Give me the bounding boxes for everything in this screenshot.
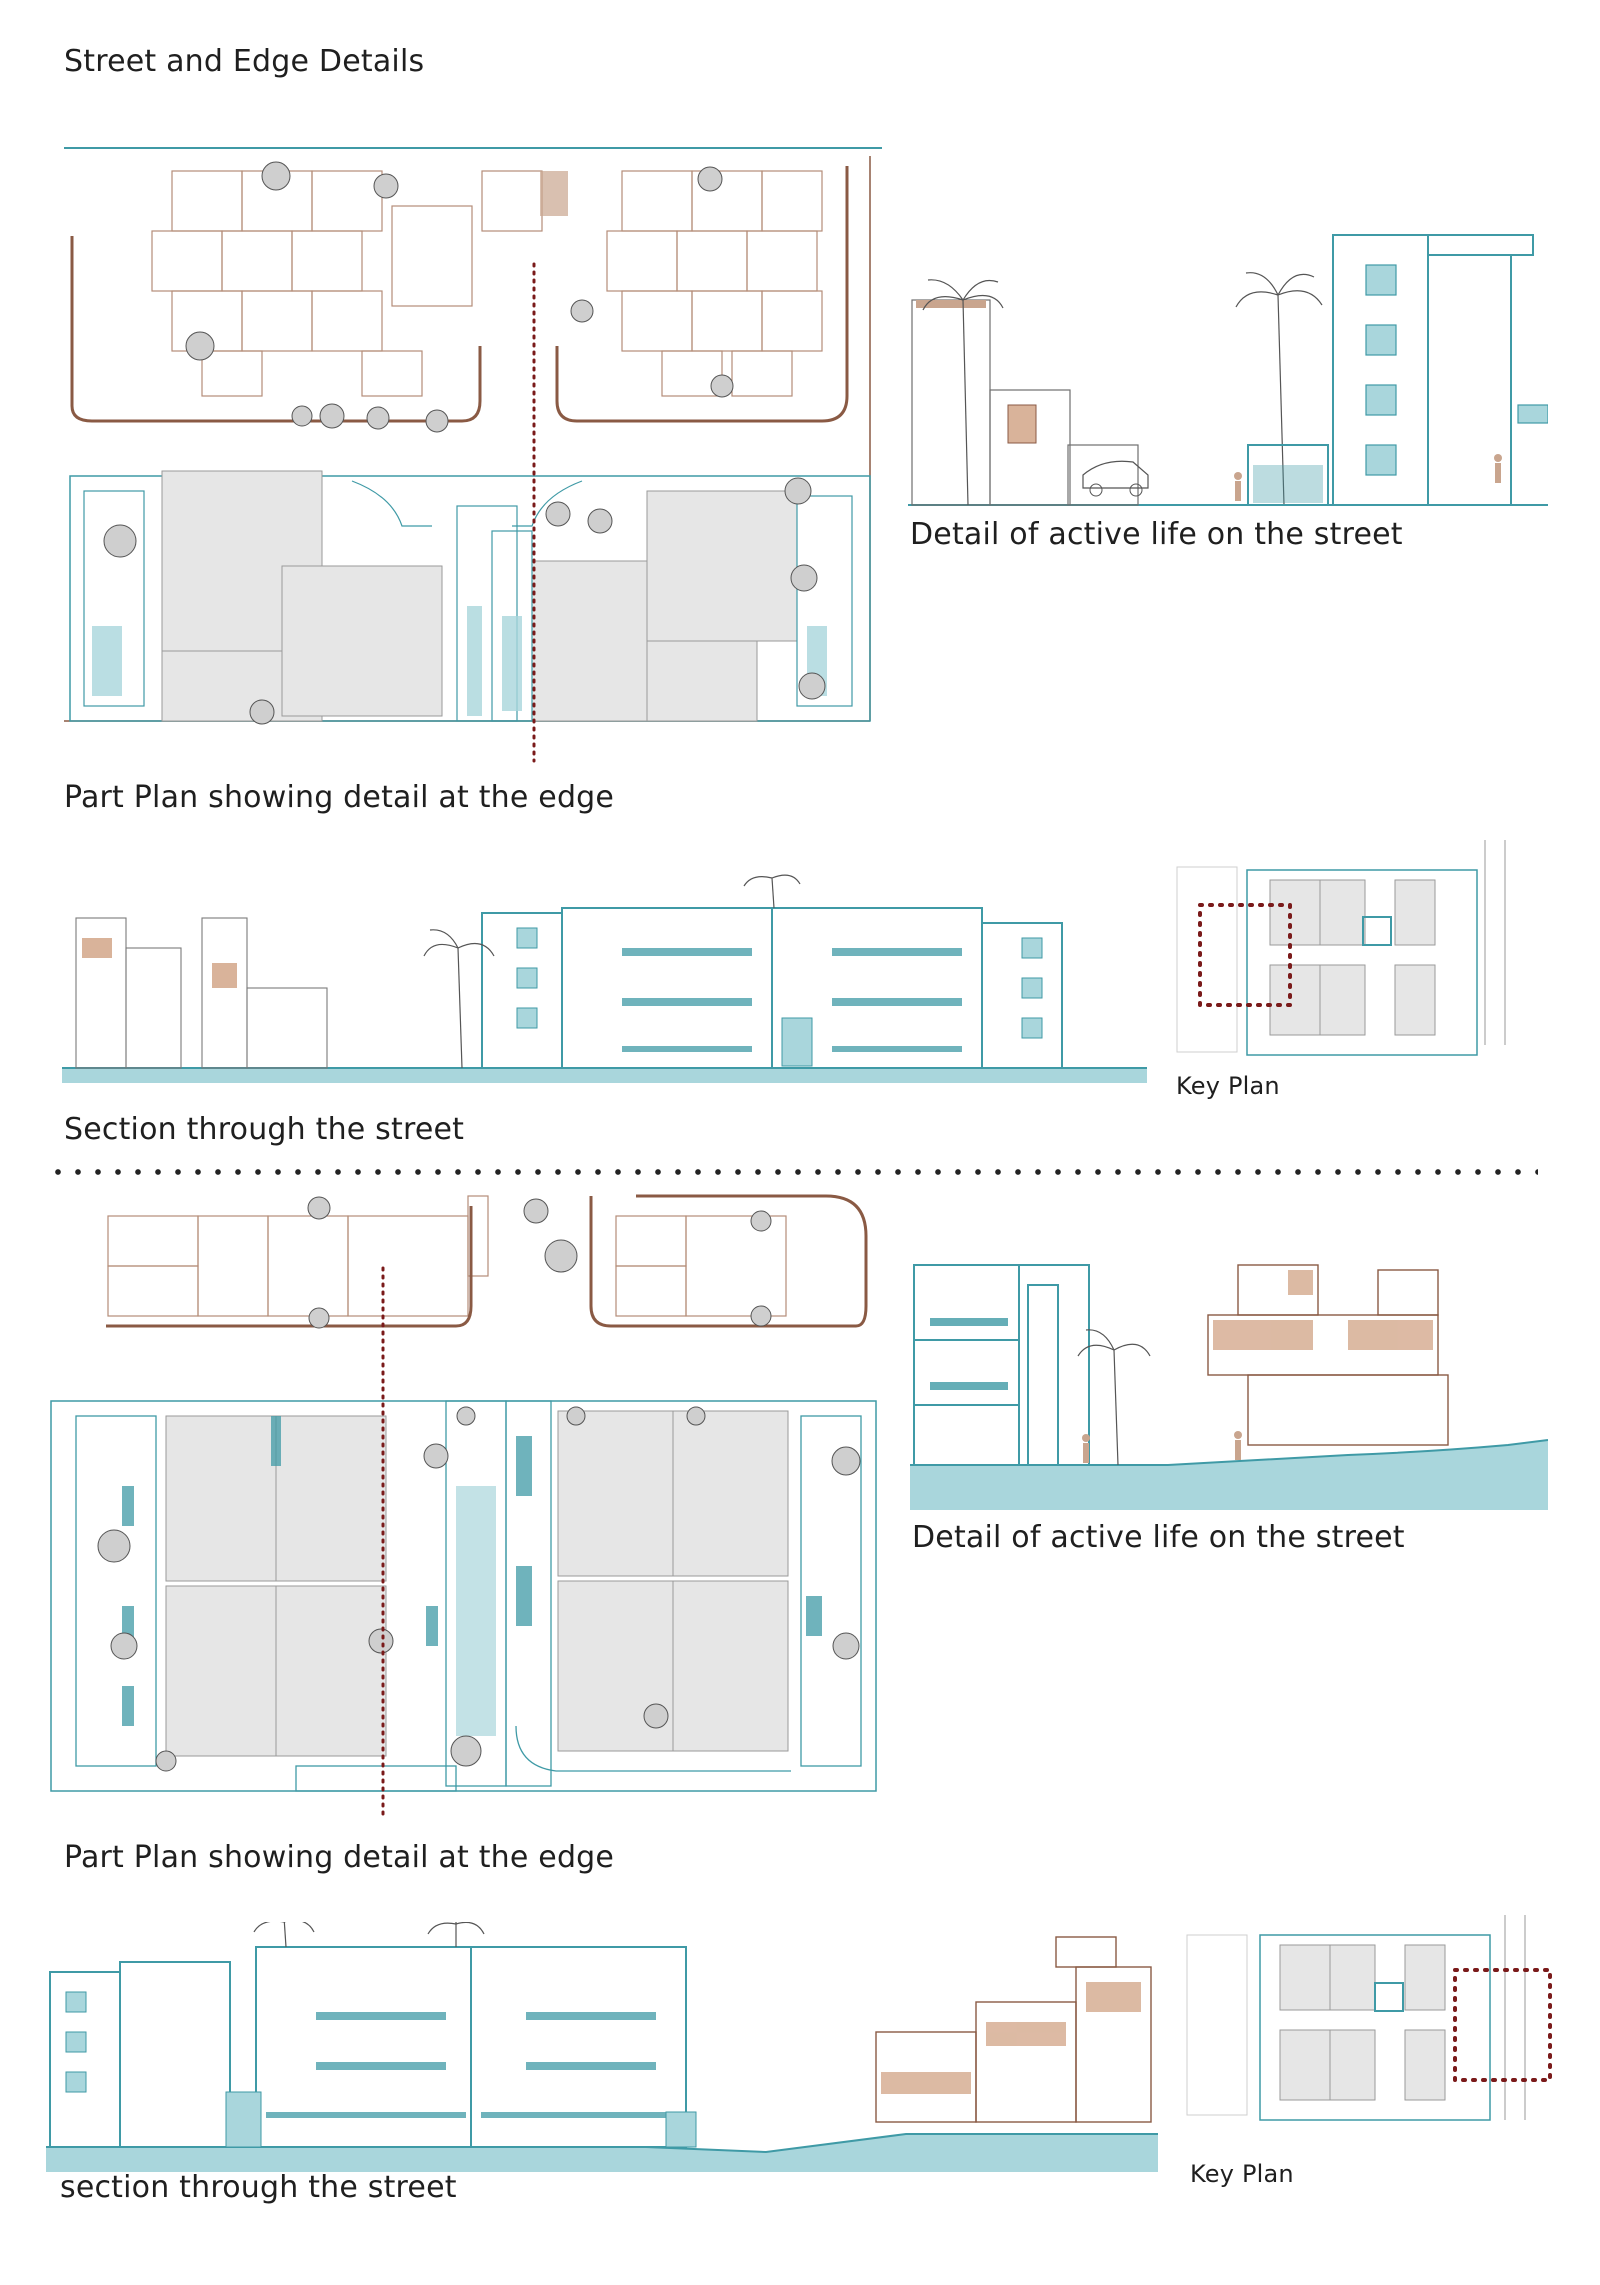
part-plan-caption-1: Part Plan showing detail at the edge xyxy=(64,780,615,815)
part-plan-caption-2: Part Plan showing detail at the edge xyxy=(64,1840,615,1875)
page-title: Street and Edge Details xyxy=(64,44,425,79)
key-plan-drawing-1 xyxy=(1175,835,1520,1060)
elevation-caption-1: Detail of active life on the street xyxy=(910,517,1403,552)
key-plan-caption-2: Key Plan xyxy=(1190,2160,1294,2188)
street-section-drawing-1 xyxy=(62,868,1147,1083)
key-plan-drawing-2 xyxy=(1185,1915,1555,2125)
part-plan-drawing-2 xyxy=(46,1186,884,1826)
part-plan-drawing-1 xyxy=(62,146,884,766)
section-caption-2: section through the street xyxy=(60,2170,457,2205)
street-section-drawing-2 xyxy=(46,1922,1158,2172)
street-elevation-drawing-2 xyxy=(908,1260,1548,1510)
elevation-caption-2: Detail of active life on the street xyxy=(912,1520,1405,1555)
street-elevation-drawing-1 xyxy=(908,230,1548,515)
section-divider xyxy=(48,1168,1538,1176)
section-caption-1: Section through the street xyxy=(64,1112,465,1147)
key-plan-caption-1: Key Plan xyxy=(1176,1072,1280,1100)
